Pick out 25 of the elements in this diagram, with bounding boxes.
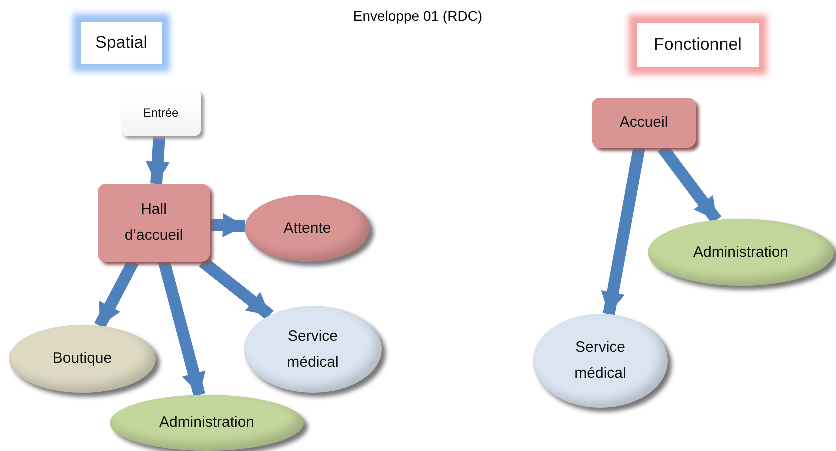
heading-box [81, 22, 162, 64]
node-label: Boutique [52, 349, 114, 369]
diagram-title: Enveloppe 01 (RDC) [353, 8, 483, 24]
arrow [146, 136, 170, 184]
arrow [158, 260, 206, 397]
process-box [121, 90, 201, 136]
node-label: Attente [282, 218, 332, 238]
node-label: Administration [692, 242, 790, 262]
node-label: Service médical [574, 338, 628, 384]
node-label: Hall d’accueil [124, 200, 184, 246]
arrow [94, 259, 139, 329]
arrow [601, 146, 646, 316]
heading-box [637, 23, 759, 67]
node-label: Spatial [94, 32, 148, 54]
node-label: Entrée [142, 105, 180, 122]
arrow [210, 213, 246, 238]
ellipse-node [110, 395, 304, 451]
node-label: Administration [158, 413, 256, 433]
node-label: Service médical [286, 326, 340, 372]
arrow [199, 257, 274, 320]
node-label: Fonctionnel [653, 34, 743, 56]
process-box [98, 184, 210, 262]
node-label: Accueil [618, 113, 670, 133]
ellipse-node [244, 306, 382, 393]
process-box [592, 98, 696, 148]
